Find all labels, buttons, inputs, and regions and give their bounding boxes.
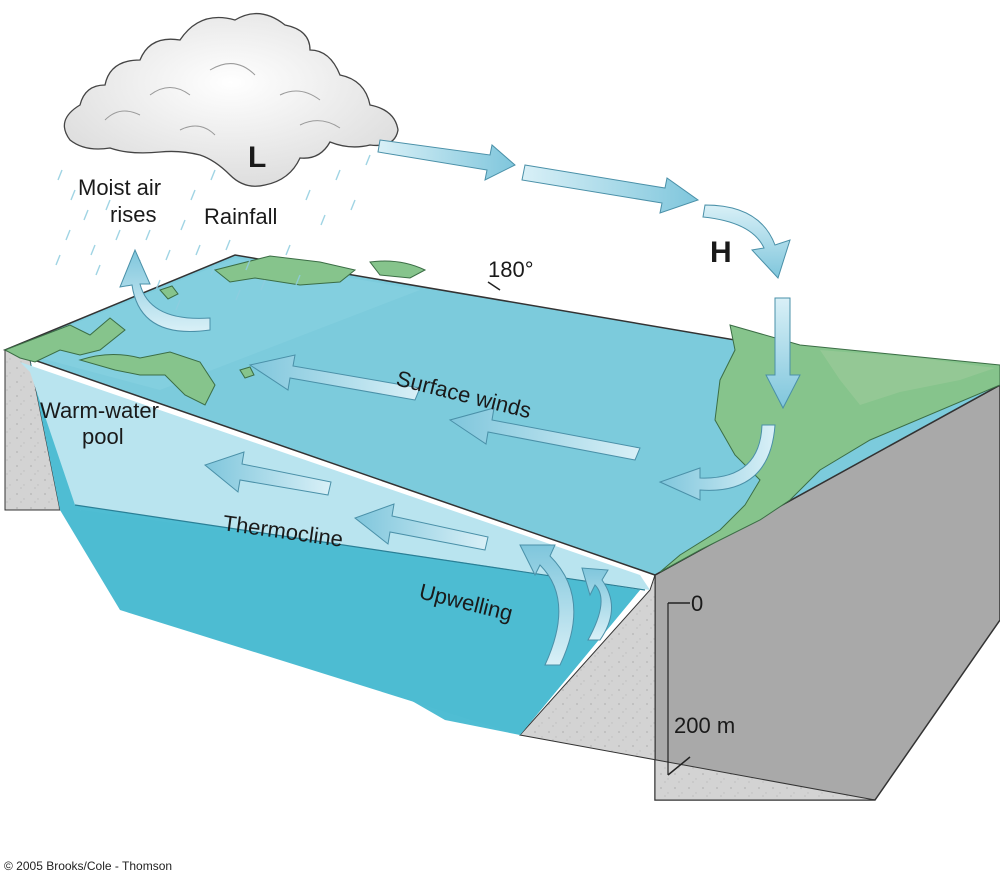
land-indonesia [78,351,216,406]
subsurface-arrow-2 [203,451,332,496]
depth-tick-200 [667,756,691,776]
right-sediment [519,574,876,801]
surface-wind-return-arrow [658,424,776,501]
rain [55,154,371,311]
deep-water-body [60,510,640,735]
upwelling-arrow-1 [519,544,575,666]
high-pressure-label: H [710,236,732,269]
warm-pool-label-line2: pool [82,424,124,449]
warm-water-pool [20,362,650,590]
upwelling-arrow-2 [581,567,612,641]
land-north-asia [213,255,357,286]
surface-wind-arrow-1 [448,407,641,461]
warm-pool-label-line1: Warm-water [40,398,159,423]
sinking-air-arrow [765,297,801,410]
subsurface-arrow-1 [353,503,489,551]
moist-air-label-line2: rises [110,202,156,227]
depth-label-surface: 0 [691,591,703,616]
cloud-detail [104,63,341,136]
low-pressure-label: L [248,141,266,174]
moist-air-label-line1: Moist air [78,175,161,200]
meridian-tick [487,281,501,291]
land-asia [3,317,126,363]
copyright-credit: © 2005 Brooks/Cole - Thomson [4,859,173,873]
land-islands [159,260,427,379]
rainfall-label: Rainfall [204,204,277,229]
depth-label-bottom: 200 m [674,713,735,738]
upper-air-arrow-1 [377,139,516,181]
descending-air-arrow [702,204,791,279]
surface-wind-arrow-2 [248,354,421,401]
meridian-label: 180° [488,257,534,282]
land-north-america-interior [820,350,995,405]
upper-air-arrow-2 [521,164,700,214]
cloud [63,13,399,187]
rising-air-arrow [119,248,211,332]
